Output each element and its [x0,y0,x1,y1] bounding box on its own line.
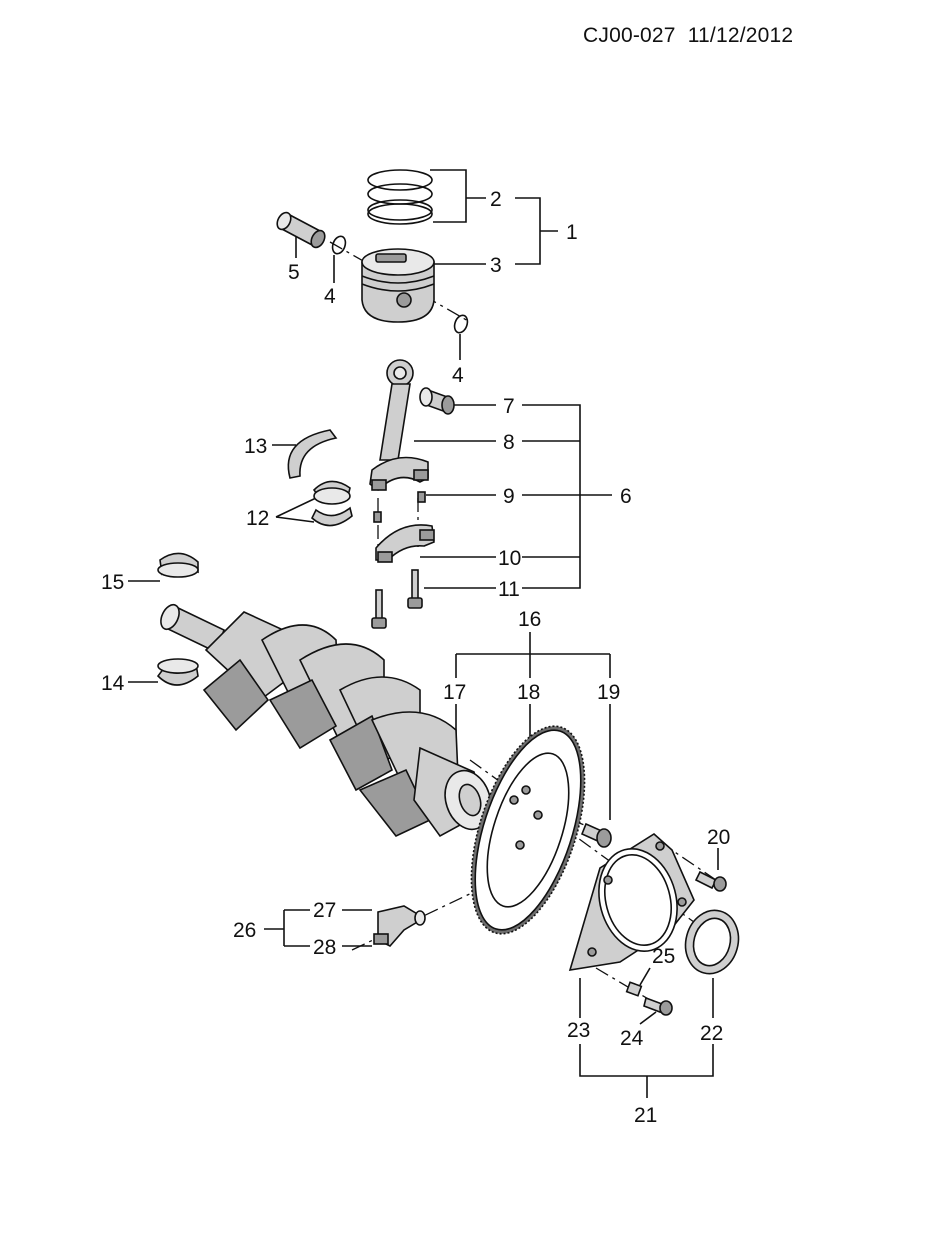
drawing-header: CJ00-027 11/12/2012 [583,24,793,48]
callout-17: 17 [443,681,466,704]
retainer-bolt-icon [643,870,727,1016]
rod-bolt-icon [371,569,423,629]
callout-26: 26 [233,919,256,942]
callout-8: 8 [503,431,515,454]
callout-9: 9 [503,485,515,508]
retainer-dowel-icon [625,981,643,997]
callout-22: 22 [700,1022,723,1045]
flywheel-bolt-icon [580,822,612,848]
callout-20: 20 [707,826,730,849]
rod-cap-icon [375,524,435,563]
callout-10: 10 [498,547,521,570]
connecting-rod-bushing-icon [419,387,455,415]
callout-23: 23 [567,1019,590,1042]
rear-seal-retainer-icon [568,833,695,971]
rod-bearing-shell-icon [311,480,353,527]
callout-24: 24 [620,1027,644,1050]
callout-4-right: 4 [452,364,464,387]
callout-21: 21 [634,1104,657,1127]
callout-4-left: 4 [324,285,336,308]
flywheel-ring-gear-icon [470,725,586,935]
drawing-date: 11/12/2012 [687,24,794,47]
callout-11: 11 [498,578,520,601]
callout-14: 14 [101,672,125,695]
rear-oil-seal-icon [684,909,740,975]
callout-6: 6 [620,485,632,508]
drawing-code: CJ00-027 [583,24,676,47]
callout-labels: 1 2 3 4 4 5 6 7 8 9 10 11 12 13 14 15 16… [101,188,730,1127]
callout-19: 19 [597,681,620,704]
callout-28: 28 [313,936,336,959]
piston-pin-circlip-icon [331,235,469,334]
callout-16: 16 [518,608,541,631]
thrust-washer-icon [287,429,338,479]
main-bearing-shell-icon [156,552,199,686]
callout-25: 25 [652,945,675,968]
callout-3: 3 [490,254,502,277]
crankshaft-position-sensor-icon [373,905,426,947]
callout-15: 15 [101,571,124,594]
callout-2: 2 [490,188,502,211]
callout-27: 27 [313,899,336,922]
crankshaft-icon [160,603,492,838]
callout-13: 13 [244,435,267,458]
callout-1: 1 [566,221,578,244]
leader-lines [128,169,719,1098]
piston-pin-icon [276,211,326,249]
callout-12: 12 [246,507,269,530]
piston-icon [361,248,435,323]
piston-ring-set-icon [367,169,433,225]
callout-18: 18 [517,681,540,704]
callout-5: 5 [288,261,300,284]
rod-dowel-icon [373,491,426,523]
connecting-rod-icon [369,359,429,492]
callout-7: 7 [503,395,515,418]
